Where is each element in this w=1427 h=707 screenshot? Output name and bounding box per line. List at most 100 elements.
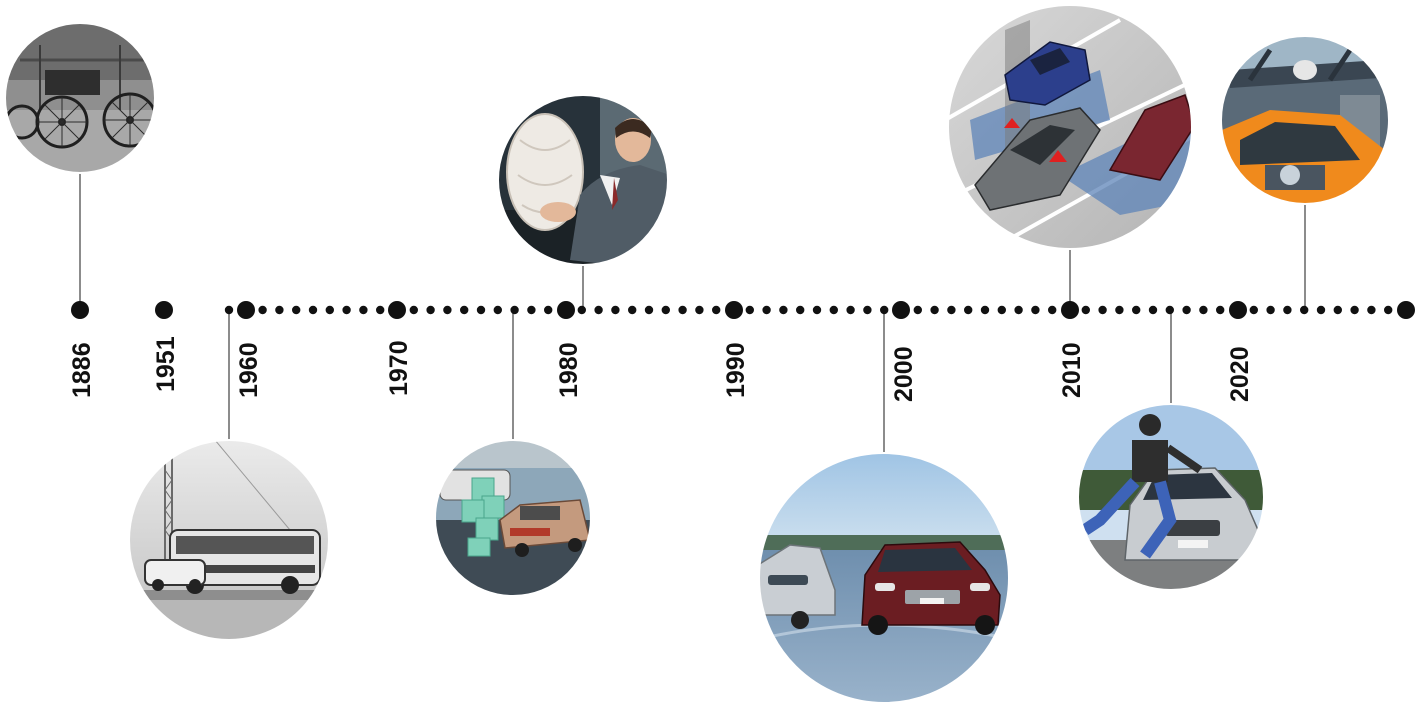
timeline-marker — [237, 301, 255, 319]
photo-blind-spot-assist — [948, 5, 1192, 249]
timeline-dot — [644, 305, 654, 315]
timeline-dot — [829, 305, 838, 315]
year-label-1886: 1886 — [68, 342, 96, 398]
timeline-dot — [224, 305, 234, 315]
timeline-marker — [1061, 301, 1079, 319]
timeline-dot — [1216, 305, 1225, 315]
year-label-1980: 1980 — [555, 342, 583, 398]
photo-crash-test-bus-ring — [128, 439, 330, 641]
timeline-dot — [258, 305, 267, 315]
photo-test-rig-ring — [1220, 35, 1390, 205]
timeline-dot — [628, 305, 637, 315]
timeline-dot — [359, 305, 368, 315]
timeline-dot — [947, 305, 956, 315]
timeline-marker — [725, 301, 743, 319]
timeline-dot — [846, 305, 855, 315]
photo-benz-motorwagen — [5, 23, 155, 173]
timeline-dot — [1115, 305, 1124, 315]
timeline-dot — [1098, 305, 1107, 315]
timeline-dot — [980, 305, 990, 315]
timeline-dot — [1048, 305, 1057, 315]
timeline-dot — [1266, 305, 1275, 315]
timeline-dot — [745, 305, 754, 315]
timeline-dot — [913, 305, 922, 315]
timeline-dot — [930, 305, 939, 315]
year-label-2010: 2010 — [1058, 342, 1086, 398]
timeline-dot — [376, 305, 385, 315]
timeline-marker — [388, 301, 406, 319]
photo-cars-wet-road — [759, 453, 1009, 703]
timeline-dot — [342, 305, 351, 315]
timeline-dot — [1081, 305, 1091, 315]
timeline-marker — [557, 301, 575, 319]
year-label-1960: 1960 — [235, 342, 263, 398]
photo-airbag-ring — [497, 94, 669, 266]
timeline-dot — [1350, 305, 1359, 315]
timeline-marker — [892, 301, 910, 319]
timeline-marker — [71, 301, 89, 319]
timeline-dot — [779, 305, 788, 315]
timeline-dot — [476, 305, 486, 315]
timeline-dot — [275, 305, 284, 315]
timeline-dot — [292, 305, 301, 315]
year-label-2020: 2020 — [1226, 346, 1254, 402]
timeline-dot — [1283, 305, 1292, 315]
timeline-dot — [1384, 305, 1393, 315]
photo-pedestrian-dummy — [1078, 404, 1264, 590]
timeline-dot — [695, 305, 704, 315]
timeline-dot — [880, 305, 889, 315]
photo-airbag — [498, 95, 668, 265]
timeline-dot — [510, 305, 519, 315]
timeline-dot — [1249, 305, 1259, 315]
timeline-marker — [1229, 301, 1247, 319]
timeline-dot — [712, 305, 721, 315]
timeline-dot — [443, 305, 452, 315]
photo-blind-spot-assist-ring — [947, 4, 1193, 250]
timeline-dot — [762, 305, 771, 315]
timeline-dot — [426, 305, 435, 315]
photo-benz-motorwagen-ring — [4, 22, 156, 174]
photo-crash-test-blocks — [435, 440, 591, 596]
timeline-dot — [1316, 305, 1326, 315]
year-label-2000: 2000 — [890, 346, 918, 402]
timeline-dot — [1333, 305, 1343, 315]
connector-lines — [79, 170, 1306, 455]
timeline-marker — [155, 301, 173, 319]
year-label-1970: 1970 — [385, 340, 413, 396]
timeline-dot — [964, 305, 973, 315]
timeline-dot — [611, 305, 620, 315]
timeline-dot — [594, 305, 603, 315]
timeline-dot — [577, 305, 586, 315]
timeline-dot — [661, 305, 670, 315]
timeline-dot — [544, 305, 553, 315]
photo-pedestrian-dummy-ring — [1077, 403, 1265, 591]
timeline-dot — [460, 305, 469, 315]
timeline-dot — [308, 305, 318, 315]
timeline-dot — [812, 305, 822, 315]
timeline-marker — [1397, 301, 1415, 319]
timeline-dot — [1031, 305, 1040, 315]
photo-test-rig — [1221, 36, 1389, 204]
year-label-1990: 1990 — [722, 342, 750, 398]
timeline-dot — [325, 305, 334, 315]
timeline-dot — [997, 305, 1006, 315]
timeline-dot — [796, 305, 805, 315]
timeline-dot — [1300, 305, 1309, 315]
photo-cars-wet-road-ring — [758, 452, 1010, 704]
timeline-dot — [1132, 305, 1141, 315]
timeline-dot — [493, 305, 502, 315]
timeline-dot — [409, 305, 418, 315]
photo-crash-test-bus — [129, 440, 329, 640]
timeline-dot — [1182, 305, 1191, 315]
timeline-dot — [1199, 305, 1208, 315]
year-label-1951: 1951 — [152, 336, 180, 392]
year-labels: 1886 1951 1960 1970 1980 1990 2000 2010 … — [68, 336, 1254, 402]
photo-crash-test-blocks-ring — [434, 439, 592, 597]
timeline-dot — [1014, 305, 1023, 315]
timeline-dot — [1165, 305, 1175, 315]
timeline-dot — [678, 305, 687, 315]
timeline-dot — [863, 305, 872, 315]
timeline-dot — [1148, 305, 1158, 315]
timeline-dot — [527, 305, 536, 315]
